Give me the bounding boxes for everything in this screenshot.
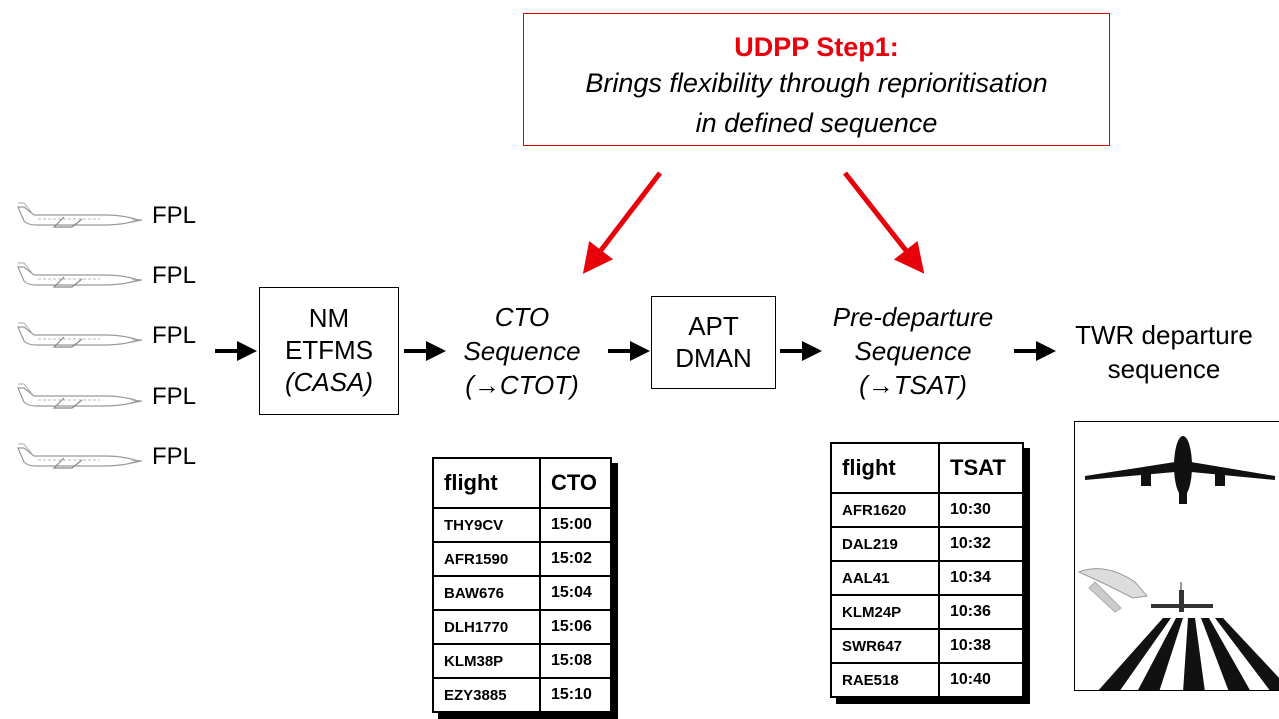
flight-cell: KLM38P: [432, 643, 541, 679]
predep-seq-line-3: (→TSAT): [859, 370, 967, 400]
departing-aircraft-illustration: [1077, 436, 1279, 690]
cto-sequence-label: CTO Sequence (→CTOT): [442, 300, 602, 402]
tsat-table-header-tsat: TSAT: [938, 442, 1024, 494]
flight-cell: SWR647: [830, 628, 940, 664]
time-cell: 15:04: [539, 575, 612, 611]
time-cell: 10:30: [938, 492, 1024, 528]
red-arrow-left: [582, 171, 662, 274]
flight-cell: THY9CV: [432, 507, 541, 543]
predep-seq-line-1: Pre-departure: [832, 302, 994, 332]
time-cell: 15:02: [539, 541, 612, 577]
tsat-table-header-row: flight TSAT: [830, 442, 1024, 494]
udpp-callout-box: UDPP Step1: Brings flexibility through r…: [523, 13, 1110, 146]
callout-line-1: Brings flexibility through reprioritisat…: [585, 68, 1048, 98]
callout-line-2: in defined sequence: [695, 108, 938, 138]
fpl-label: FPL: [152, 202, 197, 229]
nm-label: NM: [308, 303, 350, 333]
fpl-label: FPL: [152, 262, 197, 289]
predeparture-sequence-label: Pre-departure Sequence (→TSAT): [818, 300, 1008, 402]
nm-etfms-box: NM ETFMS (CASA): [259, 287, 399, 415]
flight-cell: AFR1620: [830, 492, 940, 528]
cto-seq-line-3: (→CTOT): [465, 370, 579, 400]
twr-departure-sequence-label: TWR departure sequence: [1054, 318, 1274, 386]
etfms-label: ETFMS: [284, 335, 374, 365]
fpl-label: FPL: [152, 443, 197, 470]
flight-cell: AFR1590: [432, 541, 541, 577]
cto-table-header-cto: CTO: [539, 457, 612, 509]
time-cell: 15:10: [539, 677, 612, 713]
flight-cell: DLH1770: [432, 609, 541, 645]
runway-aircraft-image: [1074, 421, 1279, 691]
flight-cell: KLM24P: [830, 594, 940, 630]
apt-dman-box: APT DMAN: [651, 296, 776, 389]
apt-label: APT: [688, 311, 739, 341]
time-cell: 10:34: [938, 560, 1024, 596]
flight-cell: AAL41: [830, 560, 940, 596]
fpl-label: FPL: [152, 383, 197, 410]
twr-line-2: sequence: [1107, 354, 1221, 384]
twr-line-1: TWR departure: [1075, 320, 1253, 350]
time-cell: 10:40: [938, 662, 1024, 698]
flight-cell: EZY3885: [432, 677, 541, 713]
callout-title: UDPP Step1:: [734, 32, 899, 62]
fpl-label: FPL: [152, 322, 197, 349]
time-cell: 10:38: [938, 628, 1024, 664]
time-cell: 15:08: [539, 643, 612, 679]
cto-table-header-flight: flight: [432, 457, 541, 509]
cto-seq-line-1: CTO: [494, 302, 550, 332]
cto-table-header-row: flight CTO: [432, 457, 612, 509]
flight-cell: BAW676: [432, 575, 541, 611]
time-cell: 15:00: [539, 507, 612, 543]
time-cell: 10:32: [938, 526, 1024, 562]
time-cell: 15:06: [539, 609, 612, 645]
flight-cell: DAL219: [830, 526, 940, 562]
red-arrow-right: [843, 171, 925, 274]
predep-seq-line-2: Sequence: [854, 336, 972, 366]
time-cell: 10:36: [938, 594, 1024, 630]
casa-label: (CASA): [284, 367, 374, 397]
flight-cell: RAE518: [830, 662, 940, 698]
dman-label: DMAN: [675, 343, 752, 373]
tsat-table-header-flight: flight: [830, 442, 940, 494]
cto-seq-line-2: Sequence: [463, 336, 581, 366]
